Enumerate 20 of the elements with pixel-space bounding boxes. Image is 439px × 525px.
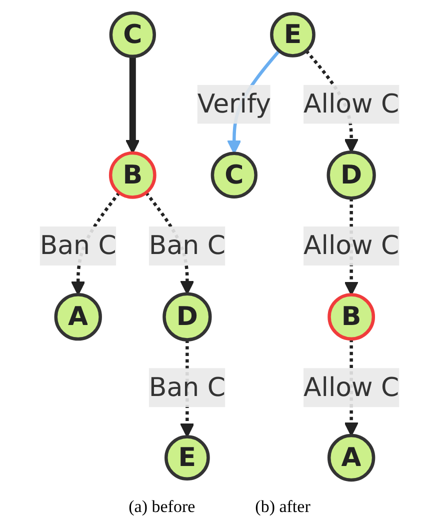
edge-label: Allow C	[303, 88, 400, 119]
edge-label: Allow C	[303, 371, 400, 402]
edge-label: Ban C	[148, 371, 226, 402]
node-circle: C	[109, 11, 156, 58]
node-circle: B	[108, 151, 156, 199]
edge-label: Verify	[197, 88, 271, 119]
node-circle: B	[328, 293, 376, 341]
node-circle: D	[326, 150, 376, 200]
caption: (a) before	[128, 497, 196, 517]
node-circle: E	[164, 435, 210, 480]
arrow	[126, 56, 140, 154]
node-circle: D	[162, 292, 212, 342]
node-circle: C	[210, 152, 258, 198]
caption: (b) after	[255, 497, 310, 517]
node-circle: A	[54, 292, 102, 341]
edge-label: Ban C	[148, 230, 226, 261]
edge-label: Ban C	[40, 230, 116, 261]
node-circle: A	[327, 434, 376, 482]
edge-label: Allow C	[303, 230, 400, 261]
node-circle: E	[270, 12, 316, 58]
